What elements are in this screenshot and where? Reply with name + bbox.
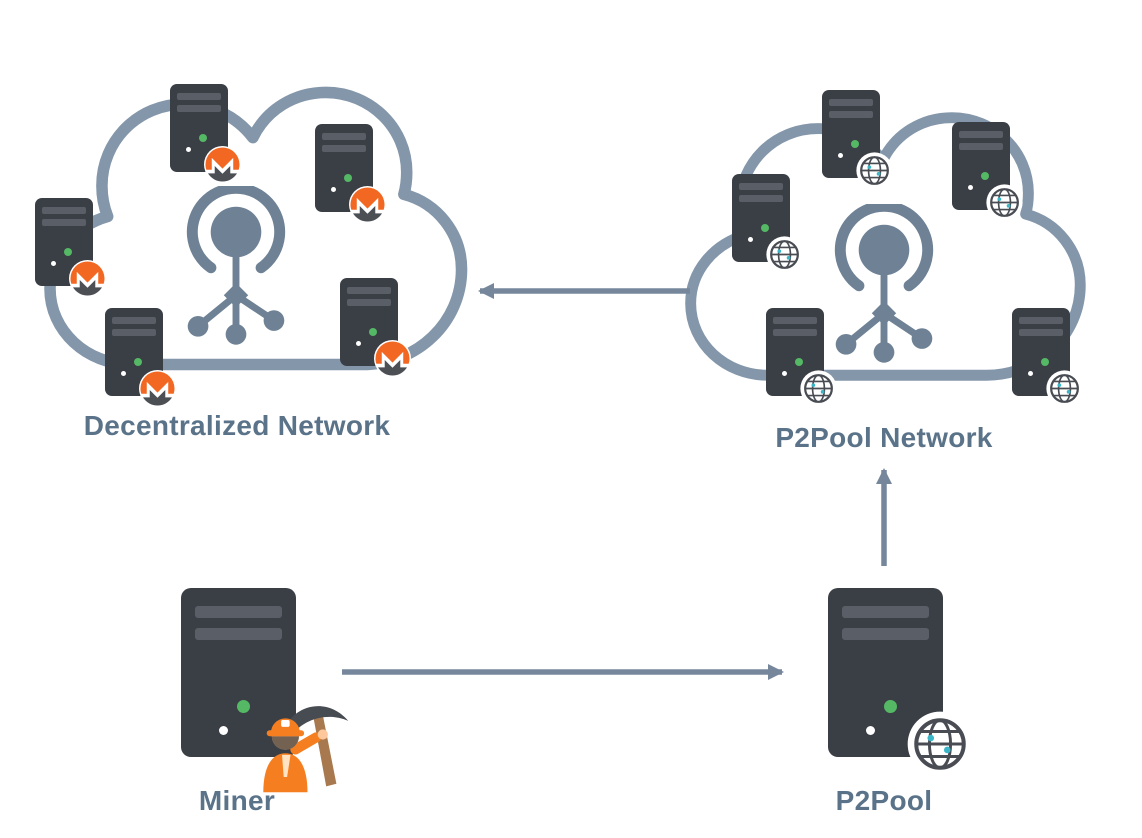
server-icon [170, 84, 228, 172]
led-white [356, 341, 361, 346]
server-icon [952, 122, 1010, 210]
server-stripe [322, 133, 366, 140]
led-green [884, 700, 897, 713]
server-stripe [1019, 329, 1063, 336]
monero-icon [204, 146, 241, 183]
server-stripe [959, 131, 1003, 138]
server-stripe [959, 143, 1003, 150]
server-stripe [42, 207, 86, 214]
server-stripe [829, 99, 873, 106]
globe-icon [856, 152, 893, 189]
server-stripe [773, 329, 817, 336]
led-white [748, 237, 753, 242]
led-green [64, 248, 72, 256]
server-stripe [842, 628, 929, 640]
server-stripe [42, 219, 86, 226]
led-white [838, 153, 843, 158]
server-stripe [112, 317, 156, 324]
server-stripe [842, 606, 929, 618]
led-white [782, 371, 787, 376]
monero-icon [349, 186, 386, 223]
server-icon [340, 278, 398, 366]
globe-icon [800, 370, 837, 407]
led-green [795, 358, 803, 366]
led-green [199, 134, 207, 142]
led-white [219, 726, 228, 735]
server-stripe [773, 317, 817, 324]
miner-worker-icon [248, 692, 350, 794]
monero-icon [139, 370, 176, 407]
led-white [331, 187, 336, 192]
monero-icon [69, 260, 106, 297]
p2pool-network-label: P2Pool Network [775, 422, 993, 453]
server-icon [105, 308, 163, 396]
server-icon [766, 308, 824, 396]
server-icon [732, 174, 790, 262]
globe-icon [766, 236, 803, 273]
server-stripe [1019, 317, 1063, 324]
globe-icon [907, 711, 973, 777]
server-stripe [195, 628, 282, 640]
server-icon [35, 198, 93, 286]
led-white [51, 261, 56, 266]
decentralized-network-label: Decentralized Network [83, 410, 391, 441]
server-stripe [177, 93, 221, 100]
led-white [1028, 371, 1033, 376]
led-green [981, 172, 989, 180]
p2pool-label: P2Pool [835, 785, 933, 816]
server-stripe [195, 606, 282, 618]
led-green [134, 358, 142, 366]
server-stripe [112, 329, 156, 336]
monero-icon [374, 340, 411, 377]
server-stripe [347, 299, 391, 306]
server-icon [1012, 308, 1070, 396]
server-stripe [177, 105, 221, 112]
server-stripe [739, 195, 783, 202]
led-green [344, 174, 352, 182]
led-white [866, 726, 875, 735]
led-green [761, 224, 769, 232]
server-stripe [322, 145, 366, 152]
miner-label: Miner [198, 785, 276, 816]
server-stripe [739, 183, 783, 190]
p2pool-server [828, 588, 943, 757]
led-green [851, 140, 859, 148]
globe-icon [1046, 370, 1083, 407]
led-white [121, 371, 126, 376]
led-green [1041, 358, 1049, 366]
globe-icon [986, 184, 1023, 221]
server-icon [315, 124, 373, 212]
led-green [369, 328, 377, 336]
led-white [968, 185, 973, 190]
server-stripe [829, 111, 873, 118]
led-green [237, 700, 250, 713]
led-white [186, 147, 191, 152]
server-icon [822, 90, 880, 178]
server-stripe [347, 287, 391, 294]
